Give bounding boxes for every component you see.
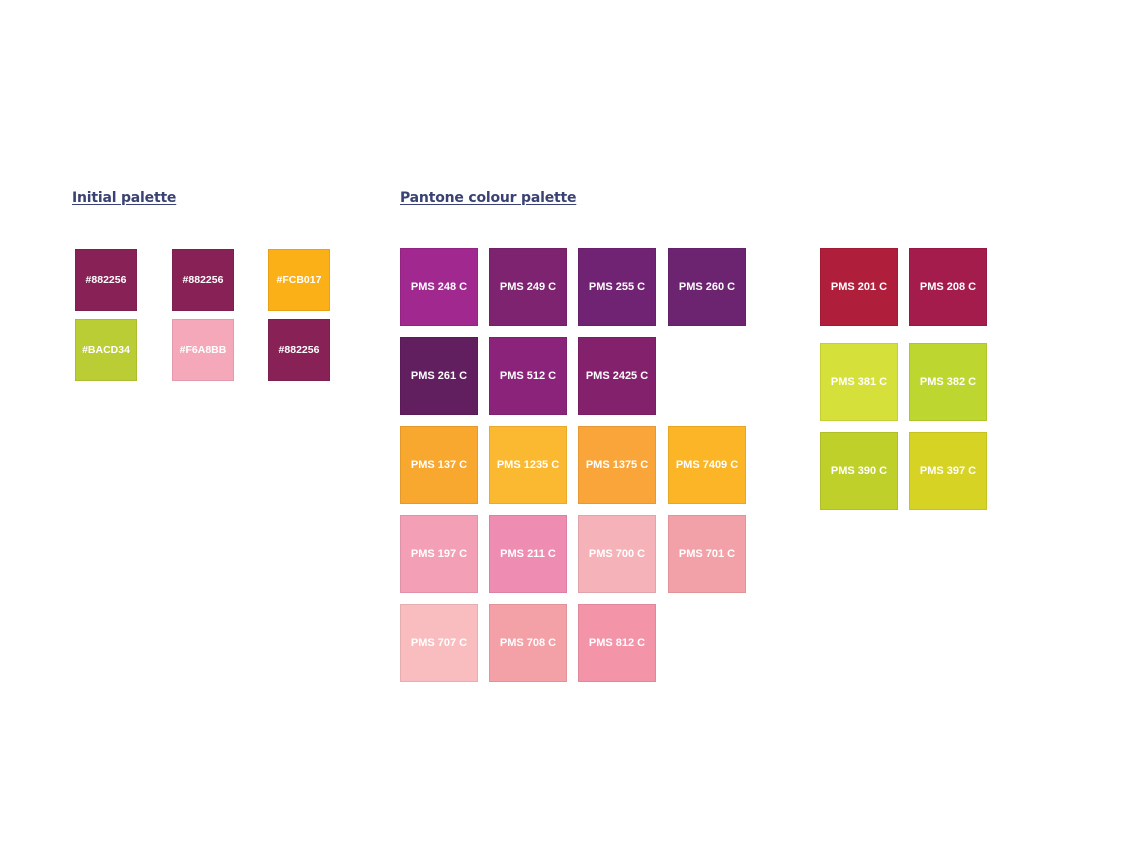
initial-swatch-label: #F6A8BB [179,344,227,356]
pantone-swatch-label: PMS 211 C [500,548,556,560]
initial-swatch-label: #FCB017 [276,274,322,286]
pantone-swatch-label: PMS 1235 C [496,459,560,471]
pantone-swatch-label: PMS 248 C [410,281,468,293]
pantone-swatch-label: PMS 260 C [678,281,736,293]
pantone-swatch-label: PMS 208 C [919,281,977,293]
initial-swatch-label: #BACD34 [82,344,130,356]
initial-swatch: #882256 [75,249,137,311]
pantone-palette-heading: Pantone colour palette [400,190,577,206]
initial-swatch: #882256 [268,319,330,381]
pantone-swatch: PMS 197 C [400,515,478,593]
pantone-swatch-label: PMS 261 C [410,370,468,382]
pantone-swatch: PMS 260 C [668,248,746,326]
pantone-swatch: PMS 1375 C [578,426,656,504]
initial-swatch-label: #882256 [278,344,320,356]
pantone-swatch: PMS 255 C [578,248,656,326]
pantone-swatch: PMS 707 C [400,604,478,682]
pantone-swatch-label: PMS 701 C [678,548,736,560]
pantone-swatch-label: PMS 7409 C [675,459,739,471]
pantone-swatch-label: PMS 390 C [830,465,888,477]
pantone-swatch-label: PMS 201 C [830,281,888,293]
initial-swatch-label: #882256 [85,274,127,286]
pantone-swatch: PMS 512 C [489,337,567,415]
pantone-swatch: PMS 208 C [909,248,987,326]
pantone-swatch: PMS 2425 C [578,337,656,415]
pantone-swatch-label: PMS 197 C [410,548,468,560]
pantone-swatch: PMS 261 C [400,337,478,415]
pantone-swatch: PMS 812 C [578,604,656,682]
pantone-swatch: PMS 211 C [489,515,567,593]
initial-swatch: #BACD34 [75,319,137,381]
pantone-swatch: PMS 701 C [668,515,746,593]
pantone-swatch-label: PMS 381 C [830,376,888,388]
initial-swatch: #F6A8BB [172,319,234,381]
pantone-swatch-label: PMS 382 C [919,376,977,388]
pantone-swatch-label: PMS 397 C [919,465,977,477]
pantone-swatch: PMS 249 C [489,248,567,326]
pantone-swatch-label: PMS 249 C [499,281,557,293]
initial-swatch: #882256 [172,249,234,311]
pantone-swatch-label: PMS 1375 C [585,459,649,471]
pantone-swatch-label: PMS 512 C [499,370,557,382]
pantone-swatch: PMS 700 C [578,515,656,593]
pantone-swatch-label: PMS 812 C [588,637,646,649]
pantone-swatch: PMS 137 C [400,426,478,504]
pantone-swatch-label: PMS 137 C [410,459,468,471]
pantone-swatch: PMS 1235 C [489,426,567,504]
pantone-swatch: PMS 248 C [400,248,478,326]
pantone-swatch: PMS 7409 C [668,426,746,504]
pantone-swatch-label: PMS 700 C [588,548,646,560]
initial-swatch-label: #882256 [182,274,224,286]
pantone-swatch-label: PMS 707 C [410,637,468,649]
pantone-swatch: PMS 382 C [909,343,987,421]
initial-swatch: #FCB017 [268,249,330,311]
initial-palette-heading: Initial palette [72,190,177,206]
pantone-swatch-label: PMS 708 C [499,637,557,649]
pantone-swatch-label: PMS 255 C [588,281,646,293]
pantone-swatch-label: PMS 2425 C [585,370,649,382]
pantone-swatch: PMS 708 C [489,604,567,682]
pantone-swatch: PMS 397 C [909,432,987,510]
pantone-swatch: PMS 390 C [820,432,898,510]
pantone-swatch: PMS 381 C [820,343,898,421]
pantone-swatch: PMS 201 C [820,248,898,326]
